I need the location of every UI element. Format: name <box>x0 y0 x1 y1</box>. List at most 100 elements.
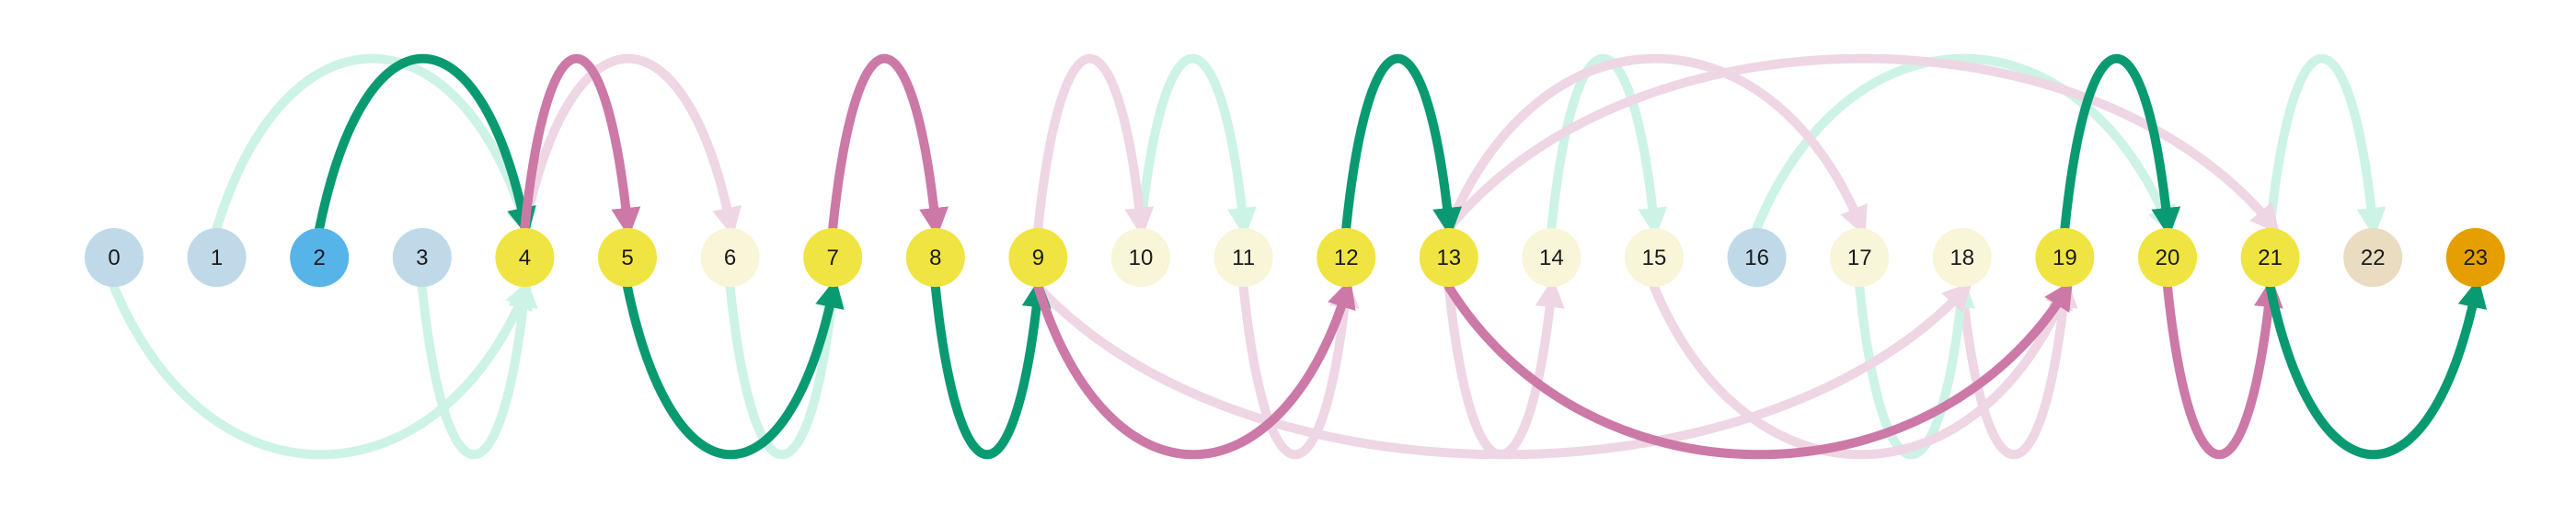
node-0-circle <box>85 228 144 287</box>
node-23-label: 23 <box>2463 246 2488 270</box>
node-21-label: 21 <box>2258 246 2283 270</box>
node-6-label: 6 <box>724 246 736 270</box>
node-8-circle <box>905 228 965 287</box>
node-21-circle <box>2240 228 2300 287</box>
node-12-label: 12 <box>1334 246 1359 270</box>
node-8-label: 8 <box>929 246 941 270</box>
node-15-label: 15 <box>1642 246 1667 270</box>
node-22-label: 22 <box>2361 246 2386 270</box>
node-10: 10 <box>1111 228 1170 287</box>
edge-15-to-19 <box>1650 279 2073 460</box>
node-20: 20 <box>2138 228 2197 287</box>
node-5: 5 <box>598 228 657 287</box>
node-17: 17 <box>1830 228 1890 287</box>
edge-9-to-10 <box>1033 53 1155 237</box>
edge-20-to-21 <box>2163 278 2283 460</box>
node-19-circle <box>2035 228 2095 287</box>
node-3-circle <box>392 228 452 287</box>
node-19: 19 <box>2035 228 2095 287</box>
edge-11-to-12 <box>1238 278 1360 460</box>
edge-9-to-12 <box>1033 278 1356 460</box>
node-12-circle <box>1317 228 1376 287</box>
node-19-label: 19 <box>2053 246 2077 270</box>
node-9-circle <box>1008 228 1068 287</box>
node-13: 13 <box>1419 228 1478 287</box>
edge-6-to-7 <box>725 278 846 460</box>
edges-layer <box>109 53 2488 460</box>
node-14-circle <box>1522 228 1581 287</box>
node-13-label: 13 <box>1436 246 1461 270</box>
edge-9-to-18 <box>1033 281 1972 460</box>
node-7-circle <box>803 228 863 287</box>
node-12: 12 <box>1317 228 1376 287</box>
edge-13-to-17 <box>1443 53 1868 236</box>
node-2-circle <box>290 228 350 287</box>
node-23-circle <box>2445 228 2505 287</box>
node-5-label: 5 <box>621 246 633 270</box>
node-5-circle <box>598 228 657 287</box>
edge-4-to-6 <box>520 53 742 237</box>
node-10-label: 10 <box>1129 246 1154 270</box>
edge-13-to-21 <box>1443 53 2280 235</box>
node-0-label: 0 <box>108 246 120 270</box>
node-3-label: 3 <box>416 246 428 270</box>
node-14-label: 14 <box>1539 246 1564 270</box>
node-3: 3 <box>392 228 452 287</box>
node-1-label: 1 <box>211 246 223 270</box>
edge-7-to-8 <box>828 53 949 237</box>
node-2: 2 <box>290 228 350 287</box>
node-16: 16 <box>1727 228 1787 287</box>
edge-4-to-5 <box>520 53 641 237</box>
node-11-label: 11 <box>1232 246 1255 270</box>
node-20-circle <box>2138 228 2197 287</box>
edge-8-to-9 <box>930 278 1052 460</box>
edge-0-to-4 <box>109 279 533 460</box>
node-20-label: 20 <box>2156 246 2180 270</box>
node-4: 4 <box>495 228 555 287</box>
node-13-circle <box>1419 228 1478 287</box>
node-16-circle <box>1727 228 1787 287</box>
node-18-circle <box>1932 228 1992 287</box>
node-4-circle <box>495 228 555 287</box>
edge-21-to-22 <box>2265 53 2386 237</box>
node-0: 0 <box>85 228 144 287</box>
node-2-label: 2 <box>314 246 326 270</box>
node-18: 18 <box>1932 228 1992 287</box>
edge-19-to-20 <box>2060 53 2181 237</box>
node-6: 6 <box>700 228 760 287</box>
node-14: 14 <box>1522 228 1581 287</box>
node-7: 7 <box>803 228 863 287</box>
node-23: 23 <box>2445 228 2505 287</box>
node-17-label: 17 <box>1847 246 1872 270</box>
node-8: 8 <box>905 228 965 287</box>
edge-13-to-19 <box>1443 280 2074 460</box>
node-17-circle <box>1830 228 1890 287</box>
edge-18-to-19 <box>1957 278 2078 460</box>
node-21: 21 <box>2240 228 2300 287</box>
node-11-circle <box>1213 228 1273 287</box>
edge-1-to-4 <box>212 53 535 237</box>
node-9-label: 9 <box>1032 246 1044 270</box>
node-11: 11 <box>1213 228 1273 287</box>
edge-16-to-20 <box>1752 53 2176 236</box>
node-1: 1 <box>187 228 247 287</box>
node-15-circle <box>1625 228 1684 287</box>
node-18-label: 18 <box>1949 246 1974 270</box>
node-15: 15 <box>1625 228 1684 287</box>
edge-3-to-4 <box>417 278 538 460</box>
node-16-label: 16 <box>1744 246 1769 270</box>
node-10-circle <box>1111 228 1170 287</box>
edge-21-to-23 <box>2265 278 2488 460</box>
node-9: 9 <box>1008 228 1068 287</box>
edge-12-to-13 <box>1341 53 1463 237</box>
edge-14-to-15 <box>1547 53 1668 237</box>
edge-5-to-7 <box>623 278 845 460</box>
node-1-circle <box>187 228 247 287</box>
edge-2-to-4 <box>315 53 536 237</box>
node-22: 22 <box>2343 228 2403 287</box>
node-7-label: 7 <box>827 246 839 270</box>
edge-10-to-11 <box>1136 53 1257 237</box>
node-22-circle <box>2343 228 2403 287</box>
